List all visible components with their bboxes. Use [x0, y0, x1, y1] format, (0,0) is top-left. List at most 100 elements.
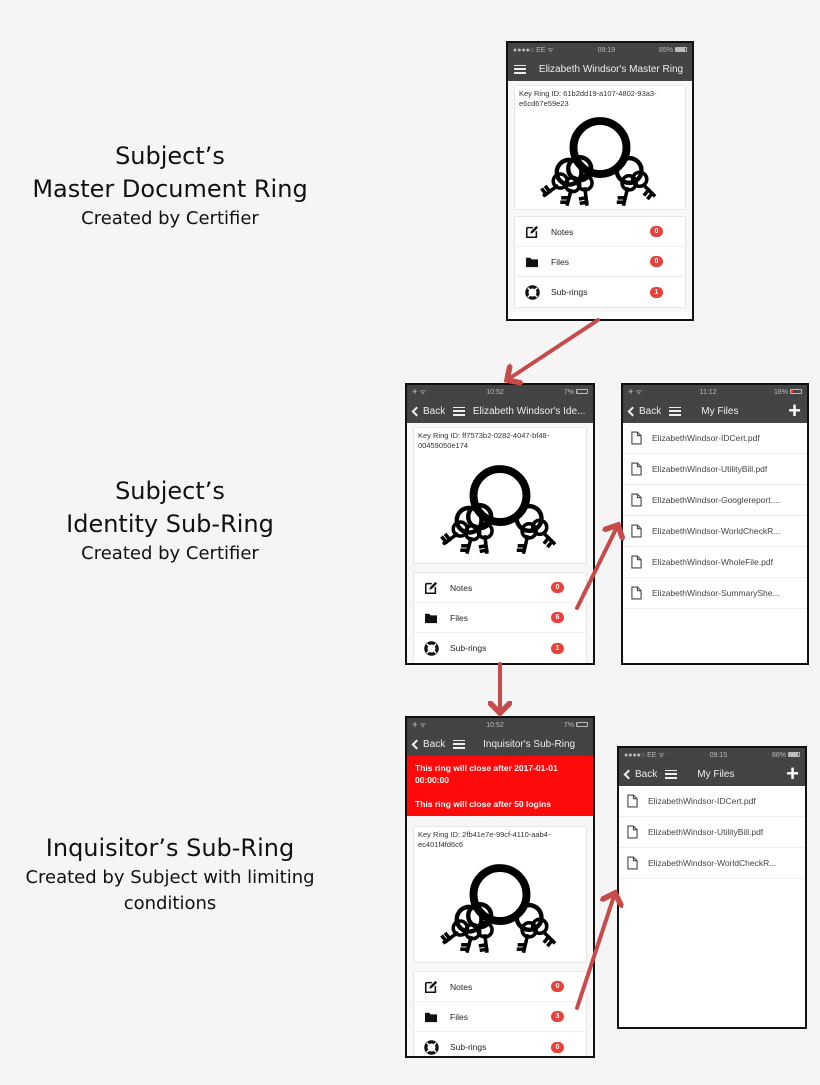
nav-bar: Back My Files +	[623, 399, 807, 423]
add-file-button[interactable]: +	[786, 761, 799, 786]
menu-item-sub-rings[interactable]: Sub-rings 1	[414, 633, 586, 663]
battery-percent: 85%	[658, 46, 673, 54]
status-time: 09:15	[709, 751, 728, 759]
hamburger-menu-icon[interactable]	[665, 769, 678, 779]
login-limit-condition: This ring will close after 50 logins	[415, 799, 552, 809]
key-ring-id: Key Ring ID: 2fb41e7e-99cf-4110-aab4-ec4…	[418, 830, 551, 849]
key-ring-id: Key Ring ID: 61b2dd19-a107-4802-93a3-e6c…	[519, 89, 657, 108]
battery-icon	[576, 389, 588, 395]
count-badge: 1	[650, 286, 663, 298]
hamburger-menu-icon[interactable]	[514, 64, 526, 74]
carrier-signal: ✈ ᯤ	[628, 388, 643, 396]
menu-label: Notes	[450, 981, 473, 992]
chevron-left-icon	[411, 406, 422, 416]
file-item[interactable]: ElizabethWindsor-IDCert.pdf	[619, 786, 805, 817]
menu-item-notes[interactable]: Notes 0	[414, 972, 586, 1002]
key-ring-card: Key Ring ID: 2fb41e7e-99cf-4110-aab4-ec4…	[413, 826, 587, 963]
back-button[interactable]: Back	[411, 406, 445, 417]
status-bar: ✈ ᯤ 10:52 7%	[407, 385, 593, 399]
caption-subtitle: conditions	[123, 893, 217, 914]
file-item[interactable]: ElizabethWindsor-SummaryShe...	[623, 578, 807, 609]
battery-icon	[675, 47, 687, 53]
edit-icon	[424, 980, 438, 994]
ring-menu: Notes 0 Files 6 Sub-rings 1	[413, 572, 587, 663]
file-item[interactable]: ElizabethWindsor-IDCert.pdf	[623, 423, 807, 454]
caption-identity-ring: Subject’s Identity Sub-Ring Created by C…	[0, 475, 340, 567]
count-badge: 0	[551, 1041, 564, 1053]
edit-icon	[525, 225, 539, 239]
ring-content: Key Ring ID: 61b2dd19-a107-4802-93a3-e6c…	[508, 81, 692, 312]
carrier-signal: ●●●●○ EE ᯤ	[624, 751, 665, 759]
battery-icon	[788, 752, 800, 758]
carrier-signal: ✈ ᯤ	[412, 388, 427, 396]
status-bar: ✈ ᯤ 10:52 7%	[407, 718, 593, 732]
file-icon	[631, 493, 642, 507]
carrier-signal: ●●●●○ EE ᯤ	[513, 46, 554, 54]
menu-label: Files	[551, 256, 569, 267]
back-button[interactable]: Back	[627, 406, 661, 417]
file-icon	[631, 586, 642, 600]
hamburger-menu-icon[interactable]	[453, 739, 466, 749]
key-ring-icon	[425, 850, 575, 962]
menu-item-files[interactable]: Files 3	[414, 1002, 586, 1032]
caption-title: Identity Sub-Ring	[66, 510, 274, 538]
caption-title: Inquisitor’s Sub-Ring	[45, 834, 295, 862]
ring-content: Key Ring ID: 2fb41e7e-99cf-4110-aab4-ec4…	[407, 816, 593, 1058]
file-icon	[631, 431, 642, 445]
ring-menu: Notes 0 Files 0 Sub-rings 1	[514, 216, 686, 308]
file-item[interactable]: ElizabethWindsor-Googlereport....	[623, 485, 807, 516]
menu-item-notes[interactable]: Notes 0	[414, 573, 586, 603]
battery-percent: 7%	[563, 388, 574, 396]
status-bar: ✈ ᯤ 11:12 18%	[623, 385, 807, 399]
status-bar: ●●●●○ EE ᯤ 09:19 85%	[508, 43, 692, 57]
nav-title: Inquisitor's Sub-Ring	[483, 738, 576, 750]
file-icon	[627, 794, 638, 808]
battery-percent: 7%	[563, 721, 574, 729]
file-list: ElizabethWindsor-IDCert.pdf ElizabethWin…	[619, 786, 805, 879]
menu-item-sub-rings[interactable]: Sub-rings 0	[414, 1032, 586, 1058]
nav-title: Elizabeth Windsor's Ide...	[472, 405, 586, 417]
count-badge: 0	[551, 582, 564, 593]
battery-icon	[790, 389, 802, 395]
status-time: 10:52	[486, 388, 504, 396]
file-item[interactable]: ElizabethWindsor-WorldCheckR...	[623, 516, 807, 547]
file-icon	[631, 555, 642, 569]
close-date-condition: This ring will close after 2017-01-01 00…	[415, 763, 558, 785]
count-badge: 1	[551, 642, 564, 654]
nav-title: Elizabeth Windsor's Master Ring	[538, 63, 684, 75]
menu-item-files[interactable]: Files 0	[515, 247, 685, 277]
battery-icon	[576, 722, 588, 728]
back-button[interactable]: Back	[623, 769, 657, 780]
file-item[interactable]: ElizabethWindsor-UtilityBill.pdf	[619, 817, 805, 848]
count-badge: 0	[551, 981, 564, 992]
back-button[interactable]: Back	[411, 739, 445, 750]
battery-percent: 86%	[771, 751, 786, 759]
file-icon	[627, 825, 638, 839]
file-icon	[631, 524, 642, 538]
file-item[interactable]: ElizabethWindsor-UtilityBill.pdf	[623, 454, 807, 485]
status-bar: ●●●●○ EE ᯤ 09:15 86%	[619, 748, 805, 762]
menu-item-sub-rings[interactable]: Sub-rings 1	[515, 277, 685, 307]
file-item[interactable]: ElizabethWindsor-WholeFile.pdf	[623, 547, 807, 578]
hamburger-menu-icon[interactable]	[669, 406, 682, 416]
file-item[interactable]: ElizabethWindsor-WorldCheckR...	[619, 848, 805, 879]
status-time: 11:12	[699, 388, 717, 396]
key-ring-icon	[425, 451, 575, 563]
menu-item-notes[interactable]: Notes 0	[515, 217, 685, 247]
caption-title: Master Document Ring	[32, 175, 308, 203]
menu-item-files[interactable]: Files 6	[414, 603, 586, 633]
hamburger-menu-icon[interactable]	[453, 406, 466, 416]
key-ring-card: Key Ring ID: 61b2dd19-a107-4802-93a3-e6c…	[514, 85, 686, 210]
arrow-master-to-identity	[507, 318, 600, 380]
ring-content: Key Ring ID: ff7573b2-0282-4047-bf48-004…	[407, 423, 593, 663]
count-badge: 3	[551, 1011, 564, 1022]
nav-title: My Files	[701, 405, 739, 417]
edit-icon	[424, 581, 438, 595]
count-badge: 0	[650, 256, 663, 267]
caption-title: Subject’s	[115, 477, 225, 505]
add-file-button[interactable]: +	[788, 398, 801, 423]
ring-menu: Notes 0 Files 3 Sub-rings 0	[413, 971, 587, 1058]
lifebuoy-icon	[424, 641, 439, 656]
caption-subtitle: Created by Subject with limiting	[25, 867, 315, 888]
caption-subtitle: Created by Certifier	[81, 208, 259, 229]
